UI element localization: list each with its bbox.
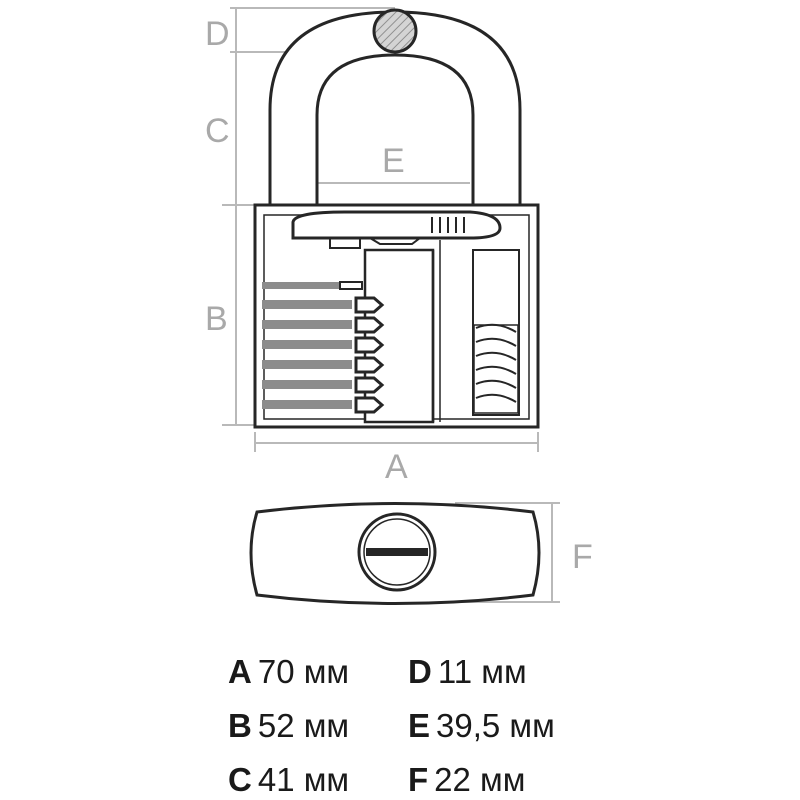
dimension-letter-c: C (205, 112, 230, 150)
dimension-letter-a: A (385, 448, 408, 486)
shackle-section (372, 8, 418, 54)
padlock-diagram: D C E B A F (205, 7, 593, 605)
dimension-letters: D C E B A F (205, 15, 593, 576)
dimension-lines (222, 7, 560, 603)
bottom-view (249, 502, 541, 605)
dimension-letter-e: E (382, 142, 405, 180)
pins (262, 281, 385, 414)
dimension-letter-b: B (205, 300, 228, 338)
dimension-letter-d: D (205, 15, 230, 53)
dimension-letter-f: F (572, 538, 593, 576)
lock-body (253, 203, 540, 429)
